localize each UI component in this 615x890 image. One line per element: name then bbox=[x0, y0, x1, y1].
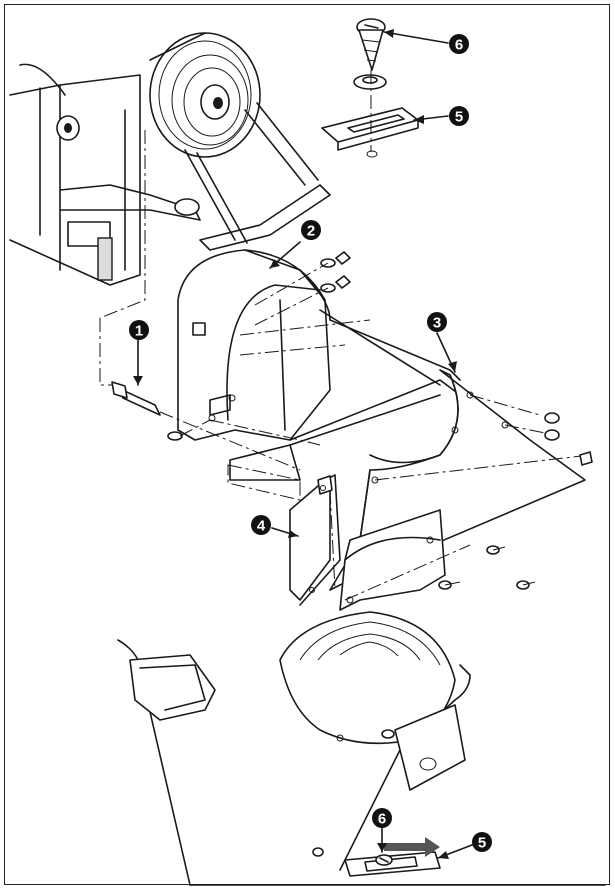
svg-text:6: 6 bbox=[378, 811, 386, 828]
belt-cover-2 bbox=[177, 249, 461, 441]
callout-2: 2 bbox=[301, 220, 321, 240]
svg-text:2: 2 bbox=[307, 223, 315, 240]
base-outline bbox=[227, 464, 301, 501]
screws-top bbox=[254, 251, 351, 326]
svg-text:1: 1 bbox=[135, 323, 143, 340]
svg-text:5: 5 bbox=[455, 109, 463, 126]
leader-lines bbox=[133, 29, 473, 859]
stud-1 bbox=[99, 130, 301, 471]
machine-head bbox=[9, 63, 201, 286]
cover-base bbox=[209, 394, 441, 481]
slide-direction-arrow bbox=[384, 837, 440, 857]
svg-text:4: 4 bbox=[257, 518, 266, 535]
callout-5-top: 5 bbox=[449, 106, 469, 126]
pulley bbox=[149, 32, 261, 158]
belts bbox=[184, 102, 331, 251]
callout-6-bottom: 6 bbox=[372, 808, 392, 828]
callout-3: 3 bbox=[427, 312, 447, 332]
svg-text:6: 6 bbox=[455, 37, 463, 54]
svg-text:5: 5 bbox=[478, 835, 486, 852]
adjust-plate-bottom bbox=[344, 837, 441, 877]
callout-1: 1 bbox=[129, 320, 149, 340]
lower-cover bbox=[339, 509, 536, 627]
bracket-4 bbox=[289, 474, 341, 606]
screw-washer-plate-top bbox=[321, 18, 419, 158]
callout-6-top: 6 bbox=[449, 34, 469, 54]
table-and-motor bbox=[117, 611, 606, 886]
svg-text:3: 3 bbox=[433, 315, 441, 332]
callout-4: 4 bbox=[251, 515, 271, 535]
callout-5-bottom: 5 bbox=[472, 832, 492, 852]
